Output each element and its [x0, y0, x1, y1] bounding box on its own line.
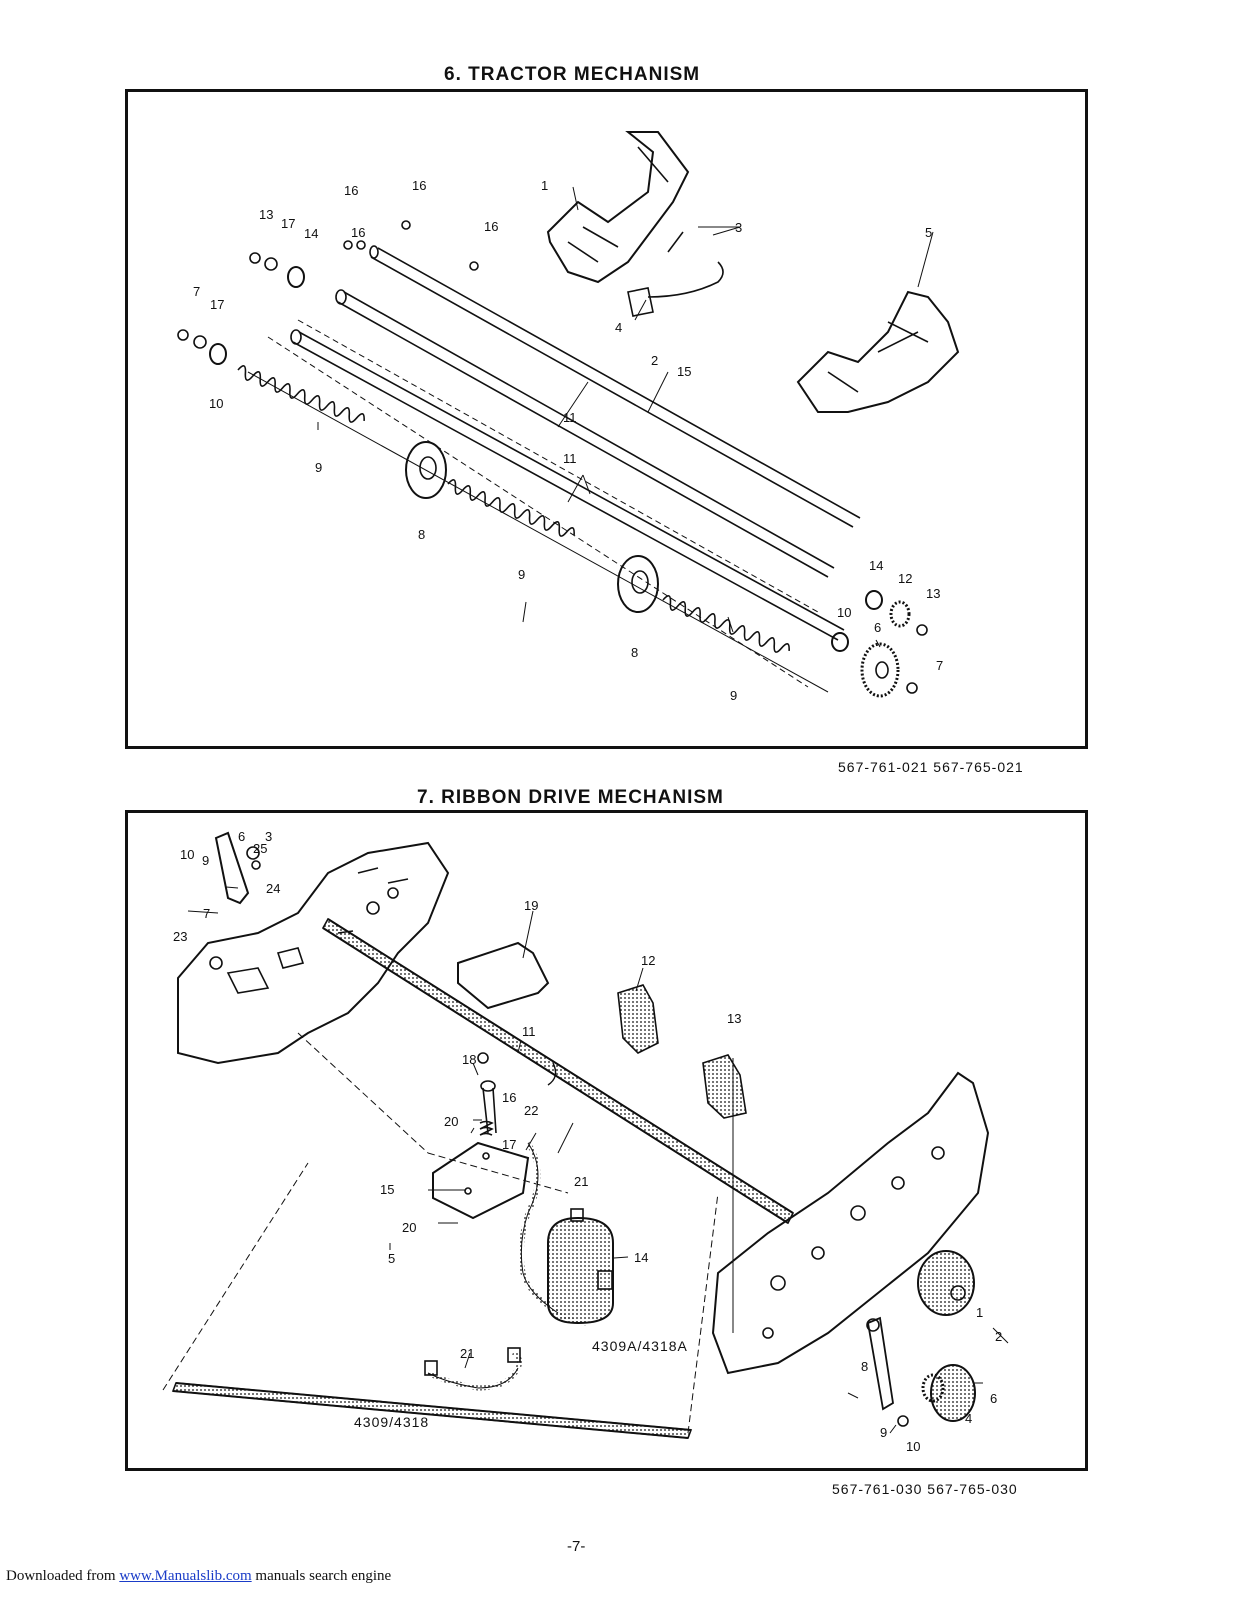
callout-1: 1 — [541, 178, 548, 193]
callout-17b: 17 — [210, 297, 224, 312]
callout-10b: 10 — [837, 605, 851, 620]
callout-3: 3 — [735, 220, 742, 235]
callout-22: 22 — [524, 1103, 538, 1118]
callout-15: 15 — [677, 364, 691, 379]
callout-2: 2 — [651, 353, 658, 368]
callout-9a: 9 — [315, 460, 322, 475]
callout-19: 19 — [524, 898, 538, 913]
model-label-4309a-4318a: 4309A/4318A — [592, 1338, 688, 1354]
callout-11b: 11 — [563, 451, 577, 466]
ribbon-drive-exploded-view: 1 2 3 4 5 6 6 7 8 9 9 10 10 11 12 13 14 … — [162, 829, 1009, 1454]
callout-12: 12 — [641, 953, 655, 968]
callout-9b: 9 — [880, 1425, 887, 1440]
callout-4: 4 — [965, 1411, 972, 1426]
callout-6: 6 — [874, 620, 881, 635]
callout-14a: 14 — [304, 226, 318, 241]
callout-23: 23 — [173, 929, 187, 944]
callout-5: 5 — [925, 225, 932, 240]
model-label-4309-4318: 4309/4318 — [354, 1414, 429, 1430]
callout-15: 15 — [380, 1182, 394, 1197]
callout-3: 3 — [265, 829, 272, 844]
callout-9c: 9 — [730, 688, 737, 703]
callout-7: 7 — [203, 906, 210, 921]
callout-6a: 6 — [238, 829, 245, 844]
callout-14b: 14 — [869, 558, 883, 573]
callout-9a: 9 — [202, 853, 209, 868]
tractor-mechanism-diagram: 1 2 3 4 5 6 7 7 8 8 9 9 9 10 10 11 11 12… — [125, 89, 1088, 749]
callout-20b: 20 — [402, 1220, 416, 1235]
callout-9b: 9 — [518, 567, 525, 582]
callout-17: 17 — [502, 1137, 516, 1152]
callout-8b: 8 — [631, 645, 638, 660]
callout-1: 1 — [976, 1305, 983, 1320]
callout-12: 12 — [898, 571, 912, 586]
ribbon-drive-mechanism-title: 7. RIBBON DRIVE MECHANISM — [417, 787, 724, 808]
tractor-exploded-view: 1 2 3 4 5 6 7 7 8 8 9 9 9 10 10 11 11 12… — [177, 131, 960, 703]
callout-13b: 13 — [926, 586, 940, 601]
download-footer: Downloaded from www.Manualslib.com manua… — [6, 1568, 391, 1585]
callout-21b: 21 — [460, 1346, 474, 1361]
callout-16a: 16 — [344, 183, 358, 198]
callout-14: 14 — [634, 1250, 648, 1265]
callout-10b: 10 — [906, 1439, 920, 1454]
callout-18: 18 — [462, 1052, 476, 1067]
callout-20a: 20 — [444, 1114, 458, 1129]
callout-11: 11 — [522, 1024, 536, 1039]
footer-suffix: manuals search engine — [251, 1568, 392, 1584]
tractor-mechanism-title: 6. TRACTOR MECHANISM — [444, 64, 701, 85]
callout-16c: 16 — [484, 219, 498, 234]
callout-8: 8 — [861, 1359, 868, 1374]
callout-11a: 11 — [563, 410, 577, 425]
callout-16b: 16 — [412, 178, 426, 193]
ribbon-drive-diagram: 1 2 3 4 5 6 6 7 8 9 9 10 10 11 12 13 14 … — [125, 810, 1088, 1471]
callout-17a: 17 — [281, 216, 295, 231]
callout-13: 13 — [727, 1011, 741, 1026]
callout-13a: 13 — [259, 207, 273, 222]
callout-10a: 10 — [209, 396, 223, 411]
callout-8a: 8 — [418, 527, 425, 542]
callout-10a: 10 — [180, 847, 194, 862]
ribbon-drive-part-codes: 567-761-030 567-765-030 — [832, 1481, 1018, 1497]
callout-7a: 7 — [193, 284, 200, 299]
tractor-part-codes: 567-761-021 567-765-021 — [838, 759, 1024, 775]
callout-16d: 16 — [351, 225, 365, 240]
footer-prefix: Downloaded from — [6, 1568, 120, 1584]
callout-5: 5 — [388, 1251, 395, 1266]
callout-16: 16 — [502, 1090, 516, 1105]
page-number: -7- — [567, 1538, 586, 1555]
callout-2: 2 — [995, 1329, 1002, 1344]
callout-7b: 7 — [936, 658, 943, 673]
manualslib-link[interactable]: www.Manualslib.com — [119, 1568, 252, 1584]
callout-4: 4 — [615, 320, 622, 335]
callout-6b: 6 — [990, 1391, 997, 1406]
callout-25: 25 — [253, 841, 267, 856]
callout-24: 24 — [266, 881, 280, 896]
callout-21a: 21 — [574, 1174, 588, 1189]
